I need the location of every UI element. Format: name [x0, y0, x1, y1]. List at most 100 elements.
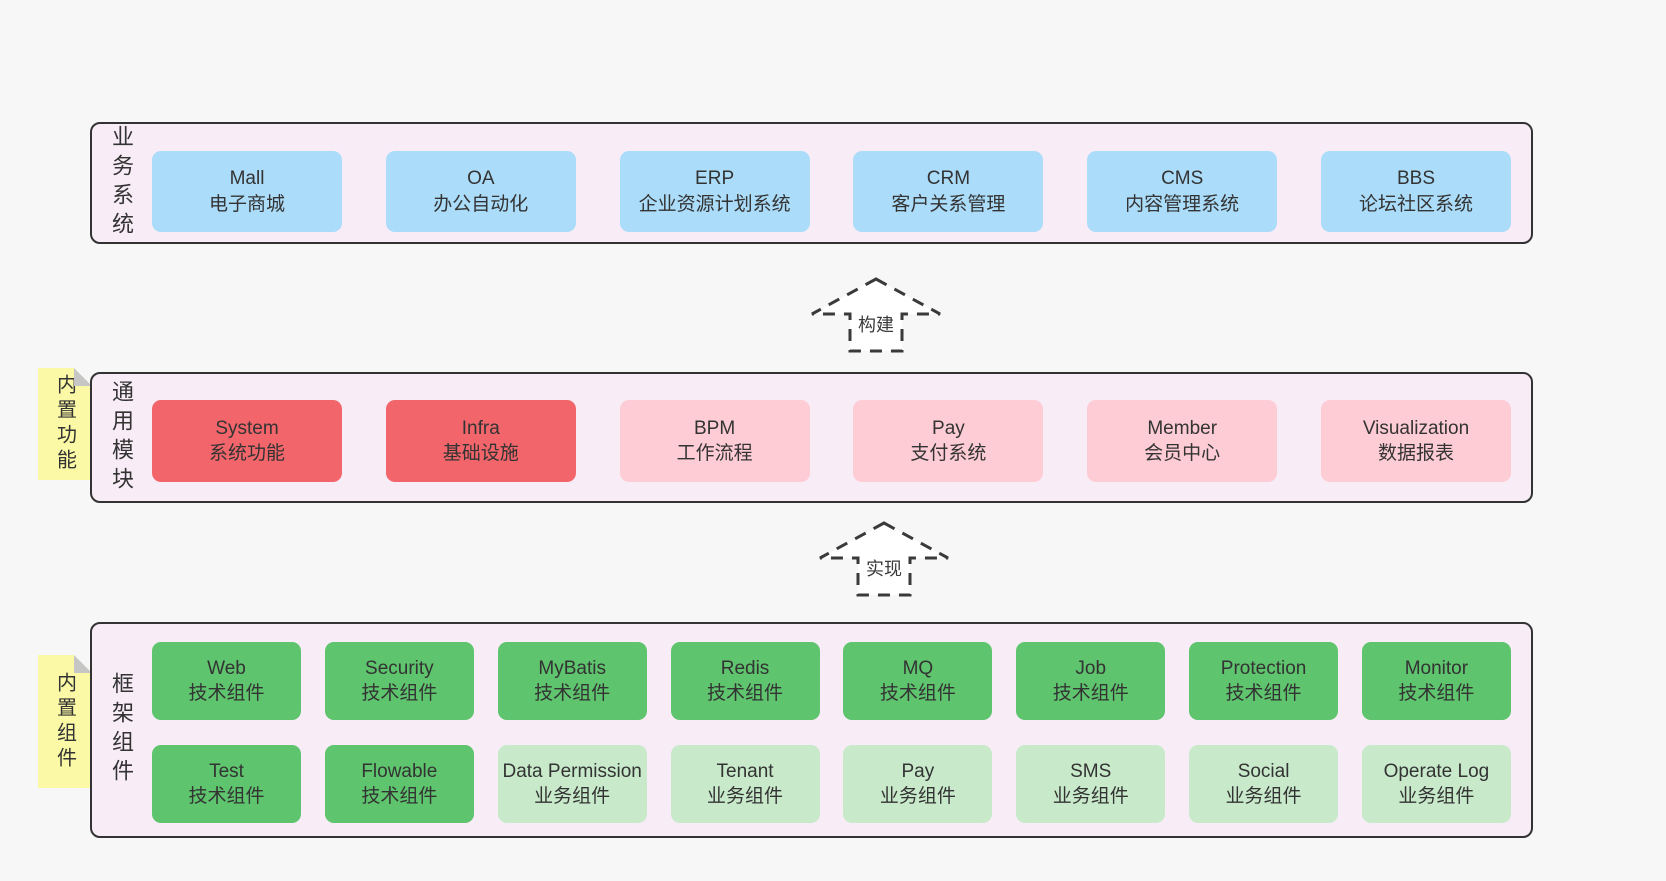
- box-sms: SMS 业务组件: [1016, 745, 1166, 823]
- builtin-features-note: 内置功能: [38, 368, 92, 480]
- box-title: Test: [209, 760, 244, 782]
- builtin-components-note: 内置组件: [38, 655, 92, 788]
- box-subtitle: 技术组件: [534, 683, 611, 704]
- box-infra: Infra 基础设施: [385, 400, 576, 482]
- box-subtitle: 论坛社区系统: [1358, 193, 1473, 215]
- box-title: Tenant: [716, 760, 774, 782]
- box-title: BPM: [694, 417, 736, 439]
- box-title: Social: [1237, 760, 1290, 782]
- box-job: Job 技术组件: [1016, 642, 1166, 720]
- box-subtitle: 数据报表: [1377, 443, 1454, 464]
- components-row-2: Test 技术组件 Flowable 技术组件 Data Permission …: [152, 745, 1511, 823]
- box-mybatis: MyBatis 技术组件: [497, 642, 647, 720]
- box-title: CMS: [1161, 168, 1204, 190]
- box-web: Web 技术组件: [152, 642, 301, 720]
- business-row: Mall 电子商城 OA 办公自动化 ERP 企业资源计划系统 CRM 客户关系…: [152, 151, 1511, 232]
- box-tenant: Tenant 业务组件: [670, 745, 820, 823]
- box-cms: CMS 内容管理系统: [1087, 151, 1278, 232]
- box-social: Social 业务组件: [1189, 745, 1339, 823]
- box-subtitle: 系统功能: [208, 443, 285, 464]
- box-subtitle: 业务组件: [879, 786, 956, 807]
- implement-arrow: 实现: [818, 518, 950, 600]
- business-panel-label: 业务系统: [109, 125, 134, 241]
- modules-panel-label: 通用模块: [109, 379, 134, 496]
- implement-arrow-label: 实现: [863, 554, 905, 583]
- box-title: Pay: [932, 417, 965, 439]
- box-title: ERP: [695, 168, 735, 190]
- build-arrow-label: 构建: [855, 310, 897, 339]
- box-title: MyBatis: [538, 657, 606, 679]
- box-pay-component: Pay 业务组件: [843, 745, 993, 823]
- box-subtitle: 技术组件: [1052, 683, 1129, 704]
- box-subtitle: 技术组件: [1225, 683, 1302, 704]
- components-panel-label: 框架组件: [109, 672, 134, 788]
- box-subtitle: 业务组件: [1052, 786, 1129, 807]
- box-title: Pay: [901, 760, 935, 782]
- box-oa: OA 办公自动化: [385, 151, 576, 232]
- box-title: MQ: [902, 657, 934, 679]
- box-operate-log: Operate Log 业务组件: [1361, 745, 1511, 823]
- common-modules-panel: 通用模块 System 系统功能 Infra 基础设施 BPM 工作流程 Pay…: [90, 372, 1533, 503]
- box-title: Data Permission: [502, 760, 642, 782]
- box-subtitle: 电子商城: [208, 193, 285, 215]
- box-title: Flowable: [361, 760, 438, 782]
- box-bpm: BPM 工作流程: [619, 400, 810, 482]
- box-subtitle: 企业资源计划系统: [638, 193, 791, 215]
- box-subtitle: 基础设施: [442, 443, 519, 464]
- box-subtitle: 技术组件: [1398, 683, 1475, 704]
- box-member: Member 会员中心: [1087, 400, 1278, 482]
- box-subtitle: 业务组件: [707, 786, 784, 807]
- box-subtitle: 技术组件: [361, 786, 438, 807]
- components-row-1: Web 技术组件 Security 技术组件 MyBatis 技术组件 Redi…: [152, 642, 1511, 720]
- box-title: Visualization: [1362, 417, 1470, 439]
- box-title: Protection: [1220, 657, 1307, 679]
- box-mall: Mall 电子商城: [152, 151, 342, 232]
- modules-row: System 系统功能 Infra 基础设施 BPM 工作流程 Pay 支付系统…: [152, 400, 1511, 482]
- box-subtitle: 业务组件: [1398, 786, 1475, 807]
- box-subtitle: 支付系统: [910, 443, 987, 464]
- box-system: System 系统功能: [152, 400, 342, 482]
- box-subtitle: 工作流程: [676, 443, 753, 464]
- box-protection: Protection 技术组件: [1189, 642, 1339, 720]
- box-test: Test 技术组件: [152, 745, 301, 823]
- business-systems-panel: 业务系统 Mall 电子商城 OA 办公自动化 ERP 企业资源计划系统 CRM…: [90, 122, 1533, 244]
- box-title: Member: [1147, 417, 1218, 439]
- box-subtitle: 技术组件: [361, 683, 438, 704]
- note-text: 内置组件: [53, 671, 76, 772]
- box-title: BBS: [1396, 168, 1435, 190]
- box-mq: MQ 技术组件: [843, 642, 993, 720]
- box-security: Security 技术组件: [324, 642, 474, 720]
- box-title: Infra: [461, 417, 500, 439]
- box-visualization: Visualization 数据报表: [1320, 400, 1511, 482]
- box-title: Job: [1075, 657, 1107, 679]
- box-subtitle: 办公自动化: [433, 193, 529, 215]
- box-title: Mall: [229, 168, 265, 190]
- box-subtitle: 会员中心: [1144, 443, 1221, 464]
- box-title: Web: [207, 657, 246, 679]
- box-subtitle: 业务组件: [1225, 786, 1302, 807]
- box-subtitle: 技术组件: [879, 683, 956, 704]
- box-erp: ERP 企业资源计划系统: [619, 151, 810, 232]
- framework-components-panel: 框架组件 Web 技术组件 Security 技术组件 MyBatis 技术组件…: [90, 622, 1533, 838]
- box-title: Operate Log: [1383, 760, 1490, 782]
- box-subtitle: 客户关系管理: [891, 193, 1006, 215]
- box-subtitle: 内容管理系统: [1125, 193, 1240, 215]
- build-arrow: 构建: [810, 276, 942, 354]
- box-title: SMS: [1070, 760, 1112, 782]
- box-data-permission: Data Permission 业务组件: [497, 745, 647, 823]
- box-crm: CRM 客户关系管理: [853, 151, 1044, 232]
- box-title: CRM: [926, 168, 971, 190]
- box-subtitle: 技术组件: [188, 786, 265, 807]
- box-subtitle: 业务组件: [534, 786, 611, 807]
- box-title: OA: [467, 168, 495, 190]
- note-text: 内置功能: [53, 374, 76, 474]
- box-redis: Redis 技术组件: [670, 642, 820, 720]
- box-title: Redis: [720, 657, 770, 679]
- box-bbs: BBS 论坛社区系统: [1320, 151, 1511, 232]
- box-flowable: Flowable 技术组件: [324, 745, 474, 823]
- box-title: System: [215, 417, 279, 439]
- box-subtitle: 技术组件: [707, 683, 784, 704]
- box-title: Security: [365, 657, 434, 679]
- box-pay: Pay 支付系统: [853, 400, 1044, 482]
